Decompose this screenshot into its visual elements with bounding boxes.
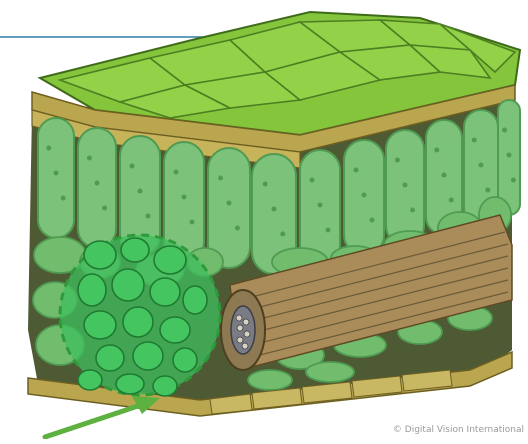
magnified-cell bbox=[96, 345, 124, 371]
chloroplast-dot bbox=[95, 181, 100, 186]
chloroplast-dot bbox=[310, 178, 315, 183]
magnified-cell bbox=[78, 274, 106, 306]
chloroplast-dot bbox=[326, 228, 331, 233]
chloroplast-dot bbox=[218, 176, 223, 181]
magnified-cell bbox=[116, 374, 144, 394]
chloroplast-dot bbox=[130, 164, 135, 169]
magnified-cell bbox=[121, 238, 149, 262]
chloroplast-dot bbox=[174, 170, 179, 175]
chloroplast-dot bbox=[87, 156, 92, 161]
chloroplast-dot bbox=[102, 206, 107, 211]
chloroplast-dot bbox=[442, 173, 447, 178]
magnified-cell bbox=[84, 311, 116, 339]
chloroplast-dot bbox=[46, 146, 51, 151]
chloroplast-dot bbox=[235, 226, 240, 231]
chloroplast-dot bbox=[280, 232, 285, 237]
chloroplast-dot bbox=[263, 182, 268, 187]
magnifier-callout bbox=[60, 235, 220, 396]
spongy-cell bbox=[248, 370, 292, 390]
chloroplast-dot bbox=[146, 214, 151, 219]
magnified-cell bbox=[123, 307, 153, 337]
chloroplast-dot bbox=[507, 153, 512, 158]
magnified-cell bbox=[153, 376, 177, 396]
chloroplast-dot bbox=[395, 158, 400, 163]
chloroplast-dot bbox=[511, 178, 516, 183]
magnified-cell bbox=[183, 286, 207, 314]
chloroplast-dot bbox=[354, 168, 359, 173]
chloroplast-dot bbox=[54, 171, 59, 176]
palisade-cell bbox=[78, 128, 116, 248]
chloroplast-dot bbox=[182, 195, 187, 200]
magnified-cell bbox=[150, 278, 180, 306]
magnified-cell bbox=[133, 342, 163, 370]
magnified-cell bbox=[173, 348, 197, 372]
magnified-cell bbox=[160, 317, 190, 343]
chloroplast-dot bbox=[61, 196, 66, 201]
spongy-cell bbox=[306, 362, 354, 382]
magnified-cell bbox=[154, 246, 186, 274]
chloroplast-dot bbox=[138, 189, 143, 194]
magnified-cell bbox=[112, 269, 144, 301]
palisade-cell bbox=[38, 118, 74, 238]
chloroplast-dot bbox=[479, 163, 484, 168]
chloroplast-dot bbox=[502, 128, 507, 133]
chloroplast-dot bbox=[472, 138, 477, 143]
image-credit: © Digital Vision International bbox=[393, 425, 524, 435]
chloroplast-dot bbox=[227, 201, 232, 206]
magnified-cell bbox=[78, 370, 102, 390]
chloroplast-dot bbox=[434, 148, 439, 153]
chloroplast-dot bbox=[190, 220, 195, 225]
chloroplast-dot bbox=[410, 208, 415, 213]
magnified-cell bbox=[84, 241, 116, 269]
chloroplast-dot bbox=[485, 188, 490, 193]
chloroplast-dot bbox=[370, 218, 375, 223]
chloroplast-dot bbox=[403, 183, 408, 188]
chloroplast-dot bbox=[272, 207, 277, 212]
chloroplast-dot bbox=[449, 198, 454, 203]
chloroplast-dot bbox=[318, 203, 323, 208]
chloroplast-dot bbox=[362, 193, 367, 198]
